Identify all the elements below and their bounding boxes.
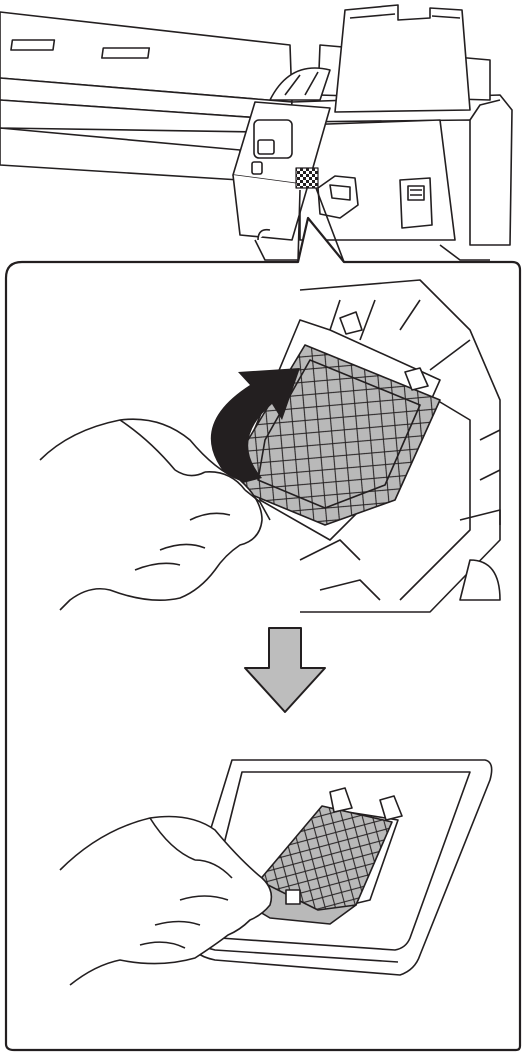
printer-overview: [0, 5, 512, 260]
